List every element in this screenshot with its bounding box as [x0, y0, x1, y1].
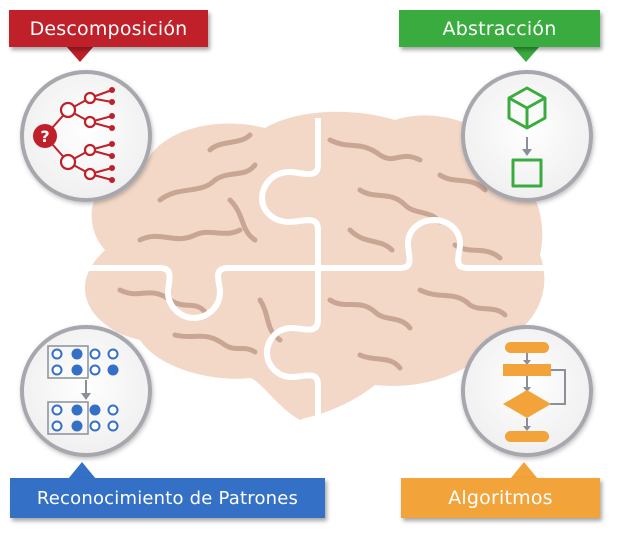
abstraction-icon-circle: [461, 70, 593, 202]
abstraction-label-banner: Abstracción: [399, 10, 600, 47]
pattern-recognition-label: Reconocimiento de Patrones: [36, 487, 299, 509]
pattern-recognition-label-banner: Reconocimiento de Patrones: [10, 478, 325, 518]
pattern-recognition-icon-circle: [20, 325, 152, 457]
decomposition-label: Descomposición: [29, 17, 188, 40]
flowchart-icon: [503, 342, 566, 442]
brain-folds: [117, 132, 508, 371]
puzzle-seams: [68, 118, 548, 418]
cube-to-square-icon: [507, 86, 547, 188]
arrow-down-icon: [522, 137, 532, 156]
algorithms-label-banner: Algoritmos: [401, 478, 600, 518]
decomposition-label-banner: Descomposición: [9, 10, 208, 47]
decomposition-icon-circle: ?: [20, 70, 152, 202]
dot-pattern-grid-icon: [47, 345, 119, 435]
algorithms-icon-circle: [461, 325, 593, 457]
algorithms-label: Algoritmos: [448, 487, 553, 509]
question-tree-icon: ?: [33, 87, 115, 183]
banner-pointers: [66, 46, 540, 479]
svg-text:?: ?: [40, 127, 49, 146]
brain-puzzle-illustration: [68, 111, 548, 421]
arrow-down-icon: [81, 380, 91, 400]
abstraction-label: Abstracción: [442, 17, 557, 40]
